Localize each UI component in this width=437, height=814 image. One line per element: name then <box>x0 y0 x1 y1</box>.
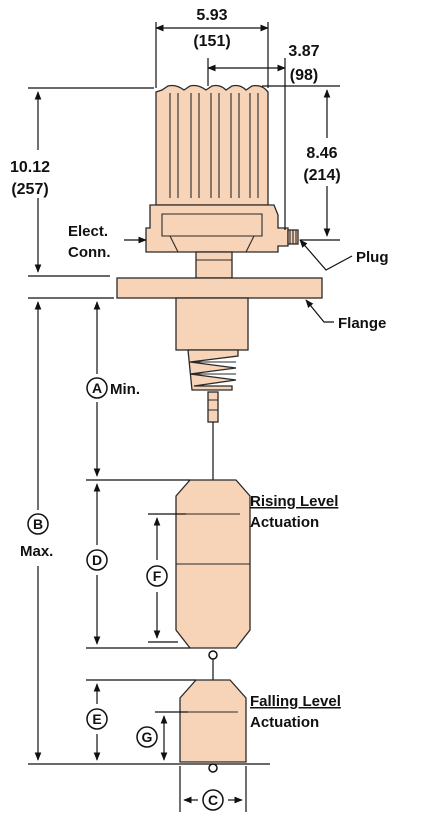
flange-leader <box>305 299 334 323</box>
marker-f: F <box>146 565 168 587</box>
float-ring-upper <box>208 650 218 660</box>
housing-base <box>145 204 289 253</box>
dimension-lines <box>28 22 340 812</box>
svg-text:F: F <box>153 568 162 584</box>
housing-dome <box>155 84 269 206</box>
plug-label: Plug <box>356 249 389 266</box>
marker-e: E <box>86 708 108 730</box>
min-label: Min. <box>110 381 140 398</box>
offset-inches-label: 3.87 <box>288 43 319 60</box>
spring <box>187 349 239 391</box>
float-ring-lower <box>208 763 218 773</box>
overall-height-mm-label: (257) <box>11 181 48 198</box>
leader-lines <box>124 236 353 323</box>
stem-body <box>175 297 249 351</box>
overall-height-inches-label: 10.12 <box>10 159 50 176</box>
coupling <box>207 391 219 423</box>
housing-ribs <box>169 93 259 198</box>
elect-conn-label-line2: Conn. <box>68 244 111 261</box>
marker-a: A <box>86 377 108 399</box>
housing <box>145 84 299 279</box>
neck <box>195 251 233 279</box>
marker-g: G <box>136 726 158 748</box>
max-label: Max. <box>20 543 53 560</box>
svg-text:D: D <box>92 552 102 568</box>
width-inches-label: 5.93 <box>196 7 227 24</box>
falling-level-label-line2: Actuation <box>250 714 319 731</box>
svg-text:B: B <box>33 516 43 532</box>
svg-text:E: E <box>92 711 101 727</box>
flange-label: Flange <box>338 315 386 332</box>
housing-height-mm-label: (214) <box>303 167 340 184</box>
elect-conn-label-line1: Elect. <box>68 223 108 240</box>
rising-level-label-line2: Actuation <box>250 514 319 531</box>
marker-b: B <box>27 513 49 535</box>
flange <box>116 277 323 299</box>
width-mm-label: (151) <box>193 33 230 50</box>
svg-text:G: G <box>142 729 153 745</box>
falling-level-label-line1: Falling Level <box>250 693 341 710</box>
marker-c: C <box>202 789 224 811</box>
rising-level-label-line1: Rising Level <box>250 493 338 510</box>
lower-float <box>179 679 247 763</box>
offset-mm-label: (98) <box>290 67 318 84</box>
marker-d: D <box>86 549 108 571</box>
svg-text:C: C <box>208 792 218 808</box>
housing-height-inches-label: 8.46 <box>306 145 337 162</box>
plug-leader <box>299 239 353 271</box>
svg-text:A: A <box>92 380 102 396</box>
